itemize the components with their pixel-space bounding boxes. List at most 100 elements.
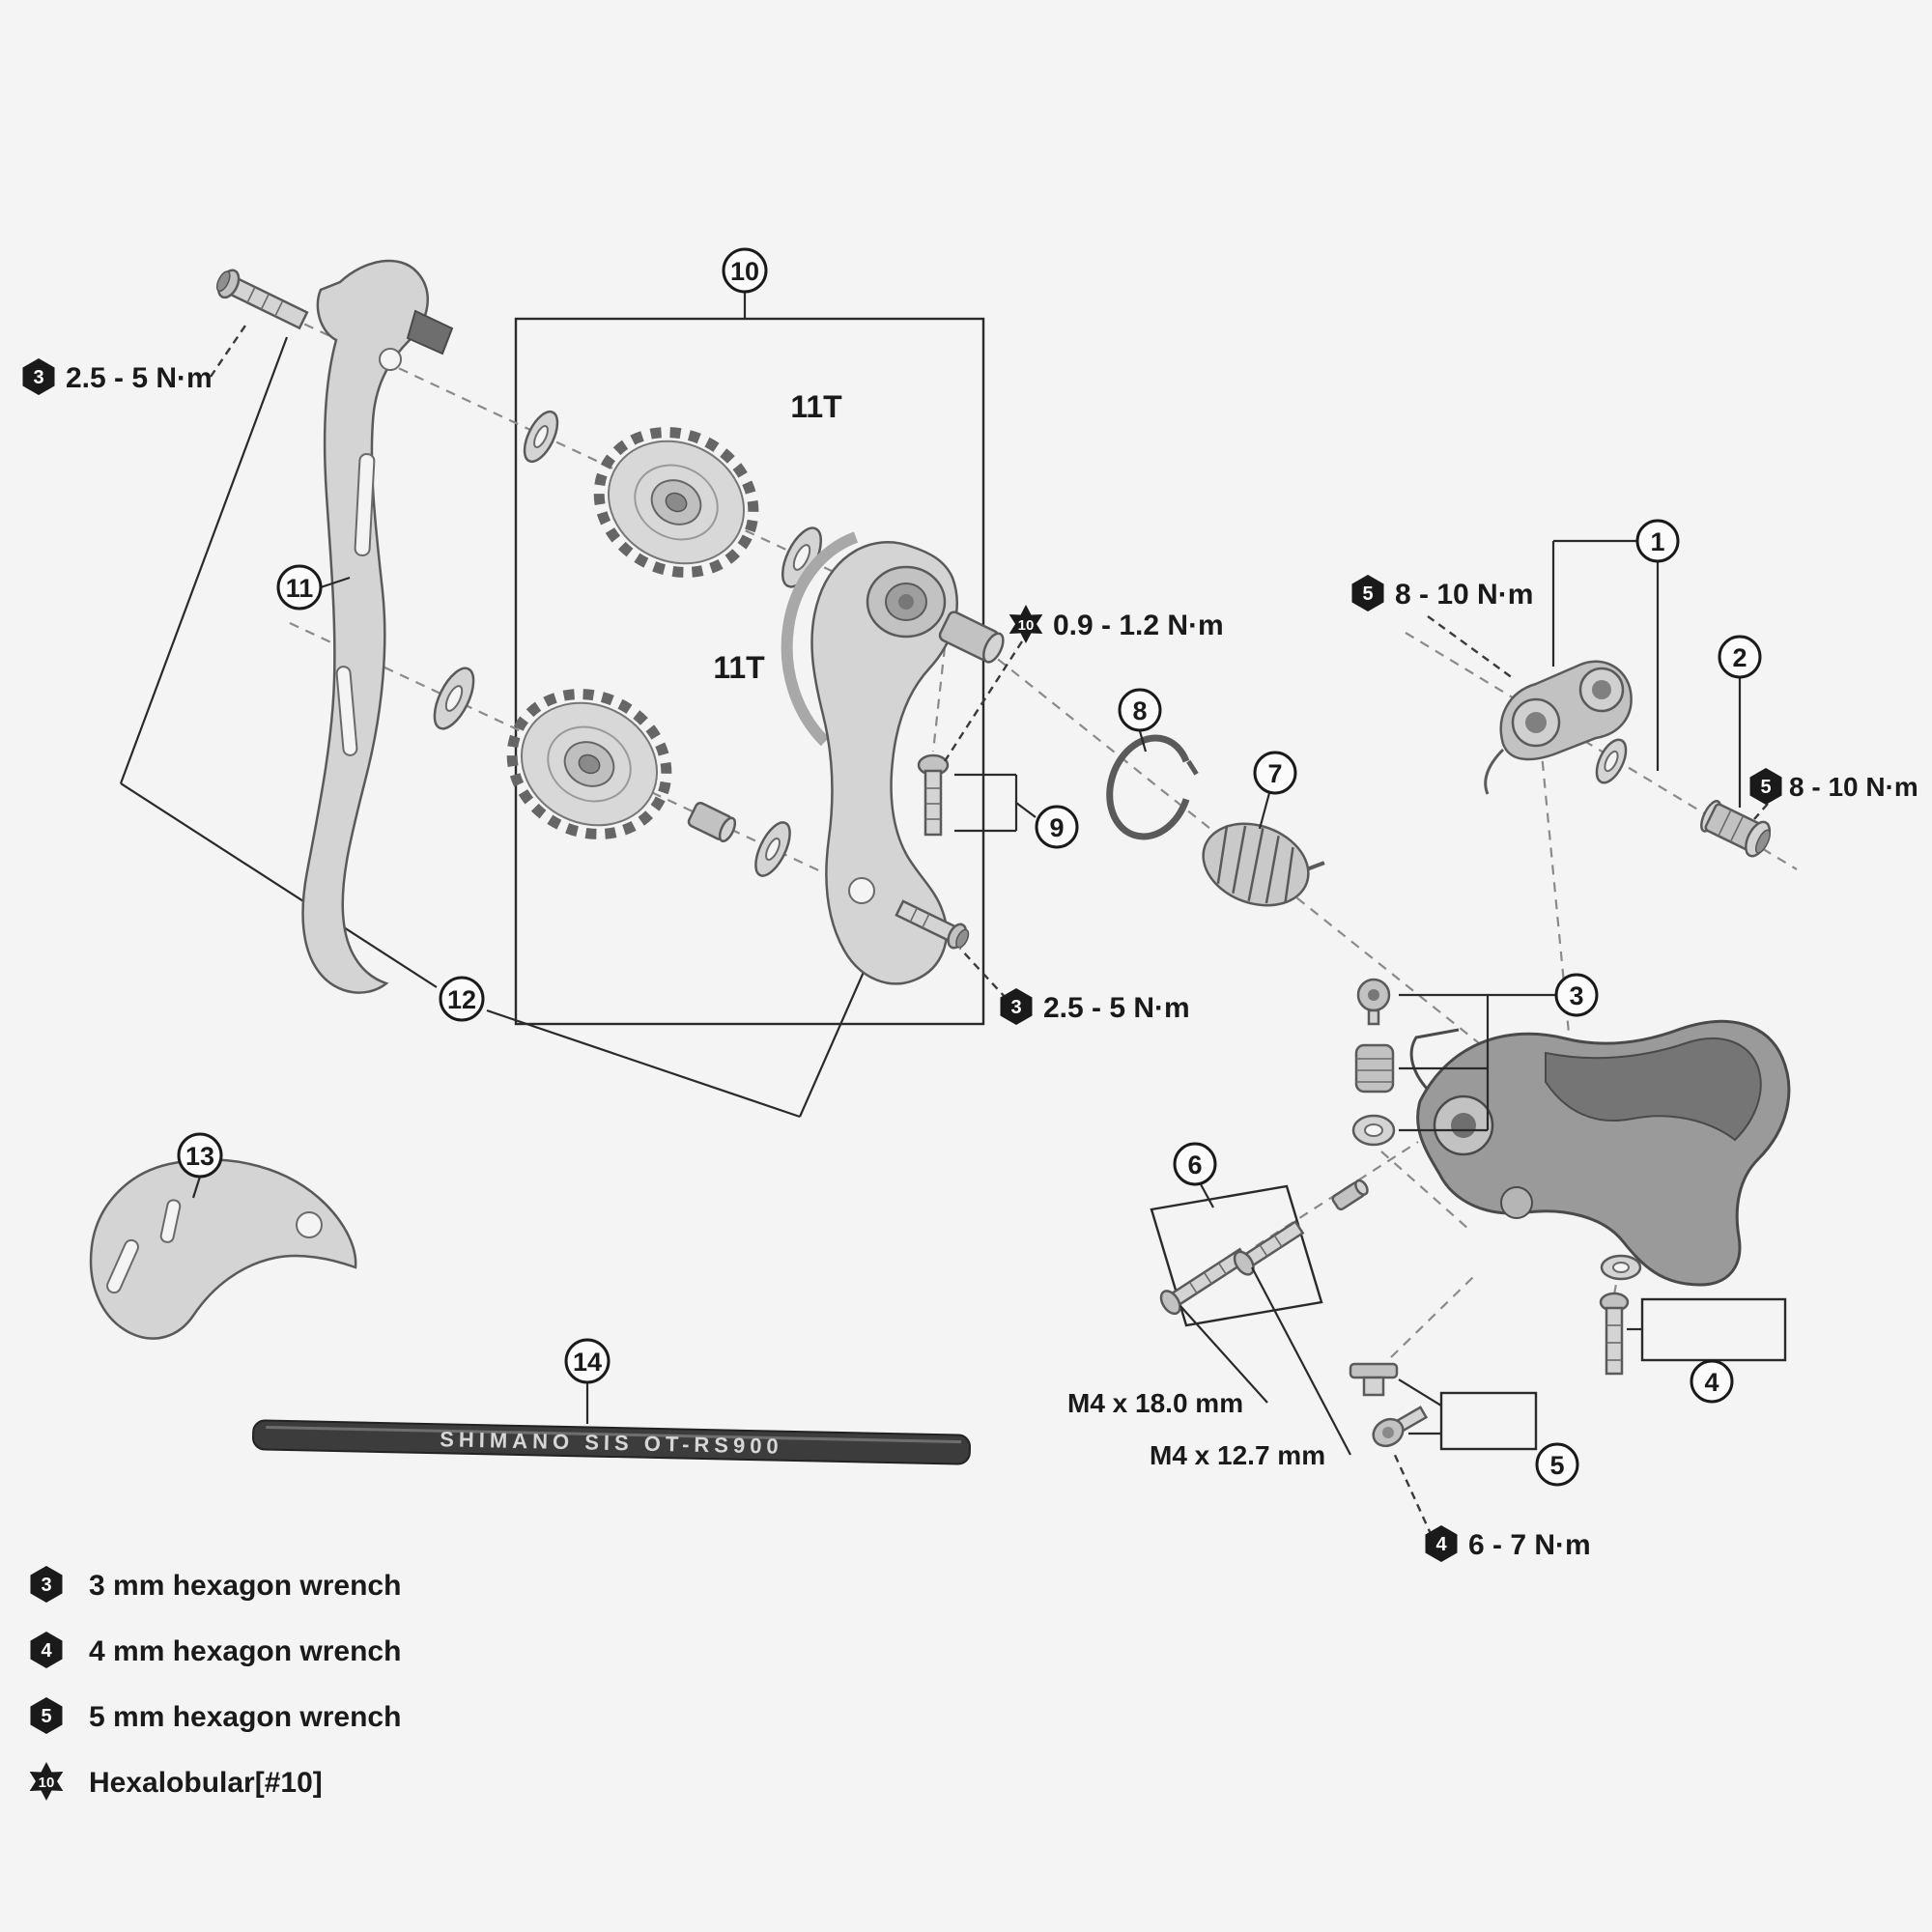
- svg-text:4: 4: [1704, 1368, 1719, 1397]
- part5-tnut: [1349, 1362, 1399, 1397]
- callout-4: 4: [1690, 1359, 1734, 1404]
- torque-value: 2.5 - 5 N·m: [1043, 992, 1190, 1024]
- part13-guard-plate: [89, 1158, 357, 1340]
- part11-inner-plate: [301, 259, 454, 994]
- callout-11: 11: [276, 564, 323, 611]
- svg-text:12: 12: [447, 985, 476, 1014]
- torque-value: 8 - 10 N·m: [1789, 772, 1918, 802]
- svg-text:13: 13: [185, 1142, 214, 1171]
- callout-7: 7: [1253, 751, 1297, 795]
- cage-bolt-upper: [215, 269, 309, 330]
- hex5-badge: [1749, 768, 1782, 805]
- bolt-sleeve: [1331, 1179, 1369, 1211]
- torque-label-cable-fixing: 4 6 - 7 N·m: [1425, 1525, 1591, 1562]
- torque-value: 0.9 - 1.2 N·m: [1053, 610, 1224, 641]
- torque-value: 6 - 7 N·m: [1468, 1529, 1591, 1561]
- svg-text:6: 6: [1187, 1151, 1202, 1179]
- callout-5: 5: [1535, 1442, 1579, 1487]
- part4-bolt: [1599, 1292, 1630, 1376]
- derailleur-body: [1409, 1019, 1791, 1287]
- hex4-badge: [30, 1632, 63, 1668]
- part6-box: [1150, 1183, 1323, 1327]
- legend-row-hex4: 4 4 mm hexagon wrench: [30, 1632, 401, 1668]
- washer-lower-left: [433, 667, 475, 730]
- bolt-m4x12: [1233, 1219, 1305, 1276]
- part12-bracket-lines: [119, 336, 873, 1119]
- part3-bracket: [1399, 993, 1555, 1132]
- hexalobular-badge: [1009, 605, 1043, 643]
- part9-bracket: [954, 773, 1037, 833]
- body-washer: [1600, 1254, 1642, 1281]
- torque-label-mount-bolt: 5 8 - 10 N·m: [1749, 768, 1918, 805]
- svg-text:10: 10: [39, 1775, 55, 1791]
- part14-cable: SHIMANO SIS OT-RS900: [252, 1419, 971, 1465]
- leader-c13: [191, 1176, 202, 1199]
- hexalobular-badge: [29, 1762, 64, 1801]
- svg-text:2: 2: [1732, 643, 1747, 672]
- cage-bolt-lower: [895, 899, 970, 950]
- bolt-long-label: M4 x 18.0 mm: [1067, 1388, 1243, 1418]
- leader-c11: [320, 576, 351, 589]
- svg-text:5: 5: [1760, 777, 1771, 798]
- callout-12: 12: [439, 976, 485, 1022]
- legend-row-hex5: 5 5 mm hexagon wrench: [30, 1697, 401, 1734]
- legend-label: Hexalobular[#10]: [89, 1767, 323, 1799]
- leader-t5: [959, 948, 1008, 1000]
- svg-text:3: 3: [1569, 981, 1583, 1010]
- callout-10: 10: [722, 247, 768, 294]
- part5-tick-a: [1398, 1378, 1442, 1406]
- legend-row-hex3: 3 3 mm hexagon wrench: [30, 1566, 401, 1603]
- leader-c1: [1551, 539, 1660, 771]
- svg-text:3: 3: [41, 1575, 51, 1596]
- part5-bolt: [1372, 1406, 1429, 1448]
- svg-text:10: 10: [730, 257, 759, 286]
- callout-9: 9: [1035, 805, 1079, 849]
- pulley-bottom-label: 11T: [713, 650, 765, 685]
- callout-3: 3: [1554, 973, 1599, 1017]
- torque-label-cage-bolt-lower: 3 2.5 - 5 N·m: [1000, 988, 1190, 1025]
- callout-14: 14: [564, 1338, 611, 1384]
- bolt-m4x18: [1159, 1247, 1249, 1316]
- torque-label-hexalobular: 10 0.9 - 1.2 N·m: [1009, 605, 1224, 643]
- svg-text:4: 4: [1435, 1534, 1447, 1555]
- torque-label-cage-bolt-upper: 3 2.5 - 5 N·m: [22, 358, 213, 395]
- leader-t2: [943, 640, 1024, 762]
- hex4-badge: [1425, 1525, 1458, 1562]
- svg-text:5: 5: [41, 1706, 51, 1727]
- callout-13: 13: [177, 1132, 223, 1179]
- axis-adjuster-to-body: [1380, 1151, 1469, 1230]
- callout-8: 8: [1118, 688, 1162, 732]
- svg-text:11: 11: [286, 574, 314, 603]
- svg-text:4: 4: [41, 1640, 52, 1662]
- axis-hexalobular-bolt: [931, 646, 947, 753]
- plate-stop-tab: [406, 309, 454, 355]
- leader-t4: [1753, 803, 1769, 820]
- part5-box: [1439, 1391, 1538, 1451]
- part9-bolt: [917, 753, 950, 837]
- callout-2: 2: [1718, 635, 1762, 679]
- svg-text:1: 1: [1650, 527, 1664, 556]
- hex5-badge: [1351, 575, 1384, 611]
- legend-label: 5 mm hexagon wrench: [89, 1701, 401, 1733]
- part10-group-box: [514, 317, 985, 1026]
- mount-bolt: [1700, 800, 1772, 858]
- axis-bracket: [1405, 632, 1798, 870]
- svg-text:3: 3: [33, 367, 43, 388]
- leader-t1: [210, 322, 248, 378]
- axis-nut-to-body: [1390, 1276, 1474, 1358]
- torque-value: 8 - 10 N·m: [1395, 579, 1533, 611]
- svg-text:7: 7: [1267, 759, 1282, 788]
- hex3-badge: [30, 1566, 63, 1603]
- leader-c8: [1138, 730, 1148, 753]
- bolt-short-label: M4 x 12.7 mm: [1150, 1440, 1325, 1470]
- torque-value: 2.5 - 5 N·m: [66, 362, 213, 394]
- washer-upper-left: [523, 410, 559, 464]
- torque-label-bracket-bolt: 5 8 - 10 N·m: [1351, 575, 1533, 611]
- bracket-washer: [1595, 738, 1628, 784]
- legend: 3 3 mm hexagon wrench 4 4 mm hexagon wre…: [29, 1566, 401, 1801]
- legend-label: 4 mm hexagon wrench: [89, 1635, 401, 1667]
- svg-text:3: 3: [1010, 997, 1021, 1018]
- bracket-axle-unit: [1484, 660, 1633, 795]
- svg-text:5: 5: [1362, 583, 1373, 605]
